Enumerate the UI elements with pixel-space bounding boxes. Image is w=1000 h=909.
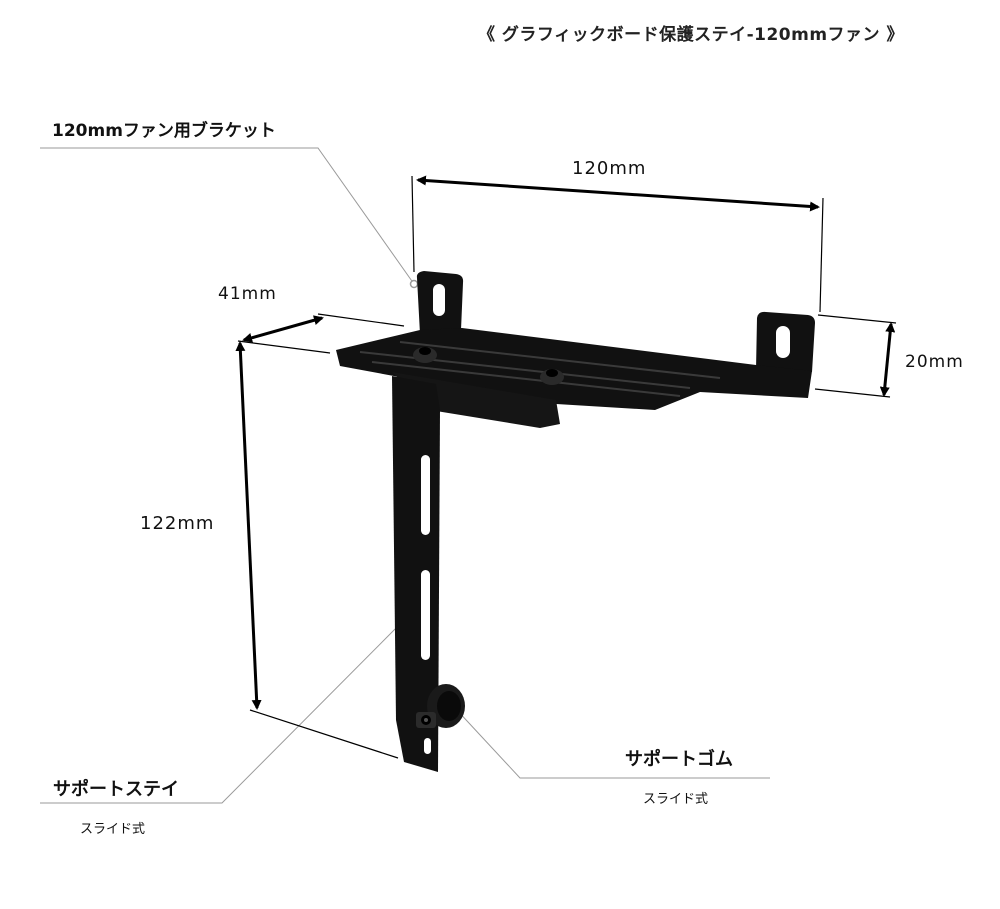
extension-lines [237, 175, 897, 759]
dim-arrow-height-small [879, 322, 896, 397]
dimension-depth-label: 41mm [218, 284, 277, 304]
ear-slot-right [776, 326, 790, 358]
page-title: 《 グラフィックボード保護ステイ-120mmファン 》 [478, 25, 904, 45]
label-support-rubber: サポートゴム [625, 749, 733, 770]
dim-arrow-width [416, 175, 820, 212]
leader-rubber [454, 707, 770, 779]
support-rubber [416, 684, 465, 728]
leader-dot-bracket [409, 279, 419, 289]
label-support-rubber-sub: スライド式 [643, 792, 709, 807]
dim-arrow-depth [242, 315, 324, 343]
label-support-stay-sub: スライド式 [80, 822, 146, 837]
leader-bracket [40, 147, 415, 285]
plate-screws [413, 347, 564, 385]
ear-slot-left [433, 284, 445, 316]
bracket-product [336, 271, 815, 772]
dimension-ear-height-label: 20mm [905, 352, 964, 372]
dim-arrow-height [235, 341, 262, 710]
dimension-width-label: 120mm [572, 158, 647, 179]
label-support-stay: サポートステイ [53, 779, 179, 800]
leader-stay [40, 613, 411, 804]
leader-lines [40, 147, 770, 804]
stay-slots [421, 455, 431, 754]
dimension-height-label: 122mm [140, 513, 215, 534]
label-fan-bracket: 120mmファン用ブラケット [52, 121, 276, 141]
